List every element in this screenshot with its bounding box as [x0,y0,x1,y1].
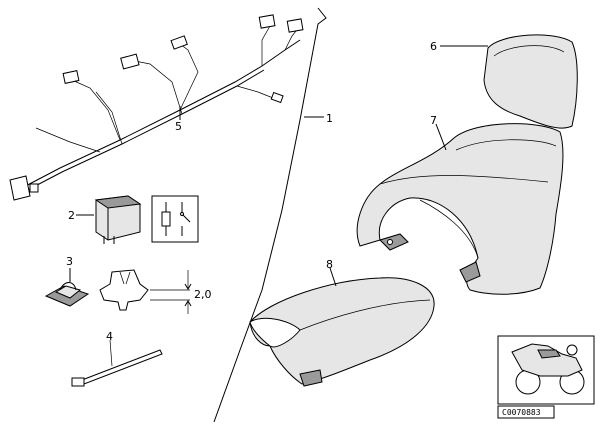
callout-8: 8 [326,258,333,271]
reference-code: C0070883 [502,408,541,417]
dimension-label: 2,0 [194,288,212,301]
clip [99,269,192,314]
callout-5: 5 [175,120,182,133]
rider-seat [249,267,435,387]
callout-2: 2 [68,209,75,222]
callout-4: 4 [106,330,113,343]
division-line [213,7,327,423]
callout-6: 6 [430,40,437,53]
wiring-harness [9,14,304,201]
relay [94,195,142,244]
callout-7: 7 [430,114,437,127]
callout-1: 1 [326,112,333,125]
seat [356,123,564,295]
relay-schematic [151,195,199,243]
callout-3: 3 [66,255,73,268]
cable-tie [71,339,163,387]
cable-holder [44,282,90,307]
thumbnail-motorcycle [497,335,595,405]
backrest [440,34,578,129]
